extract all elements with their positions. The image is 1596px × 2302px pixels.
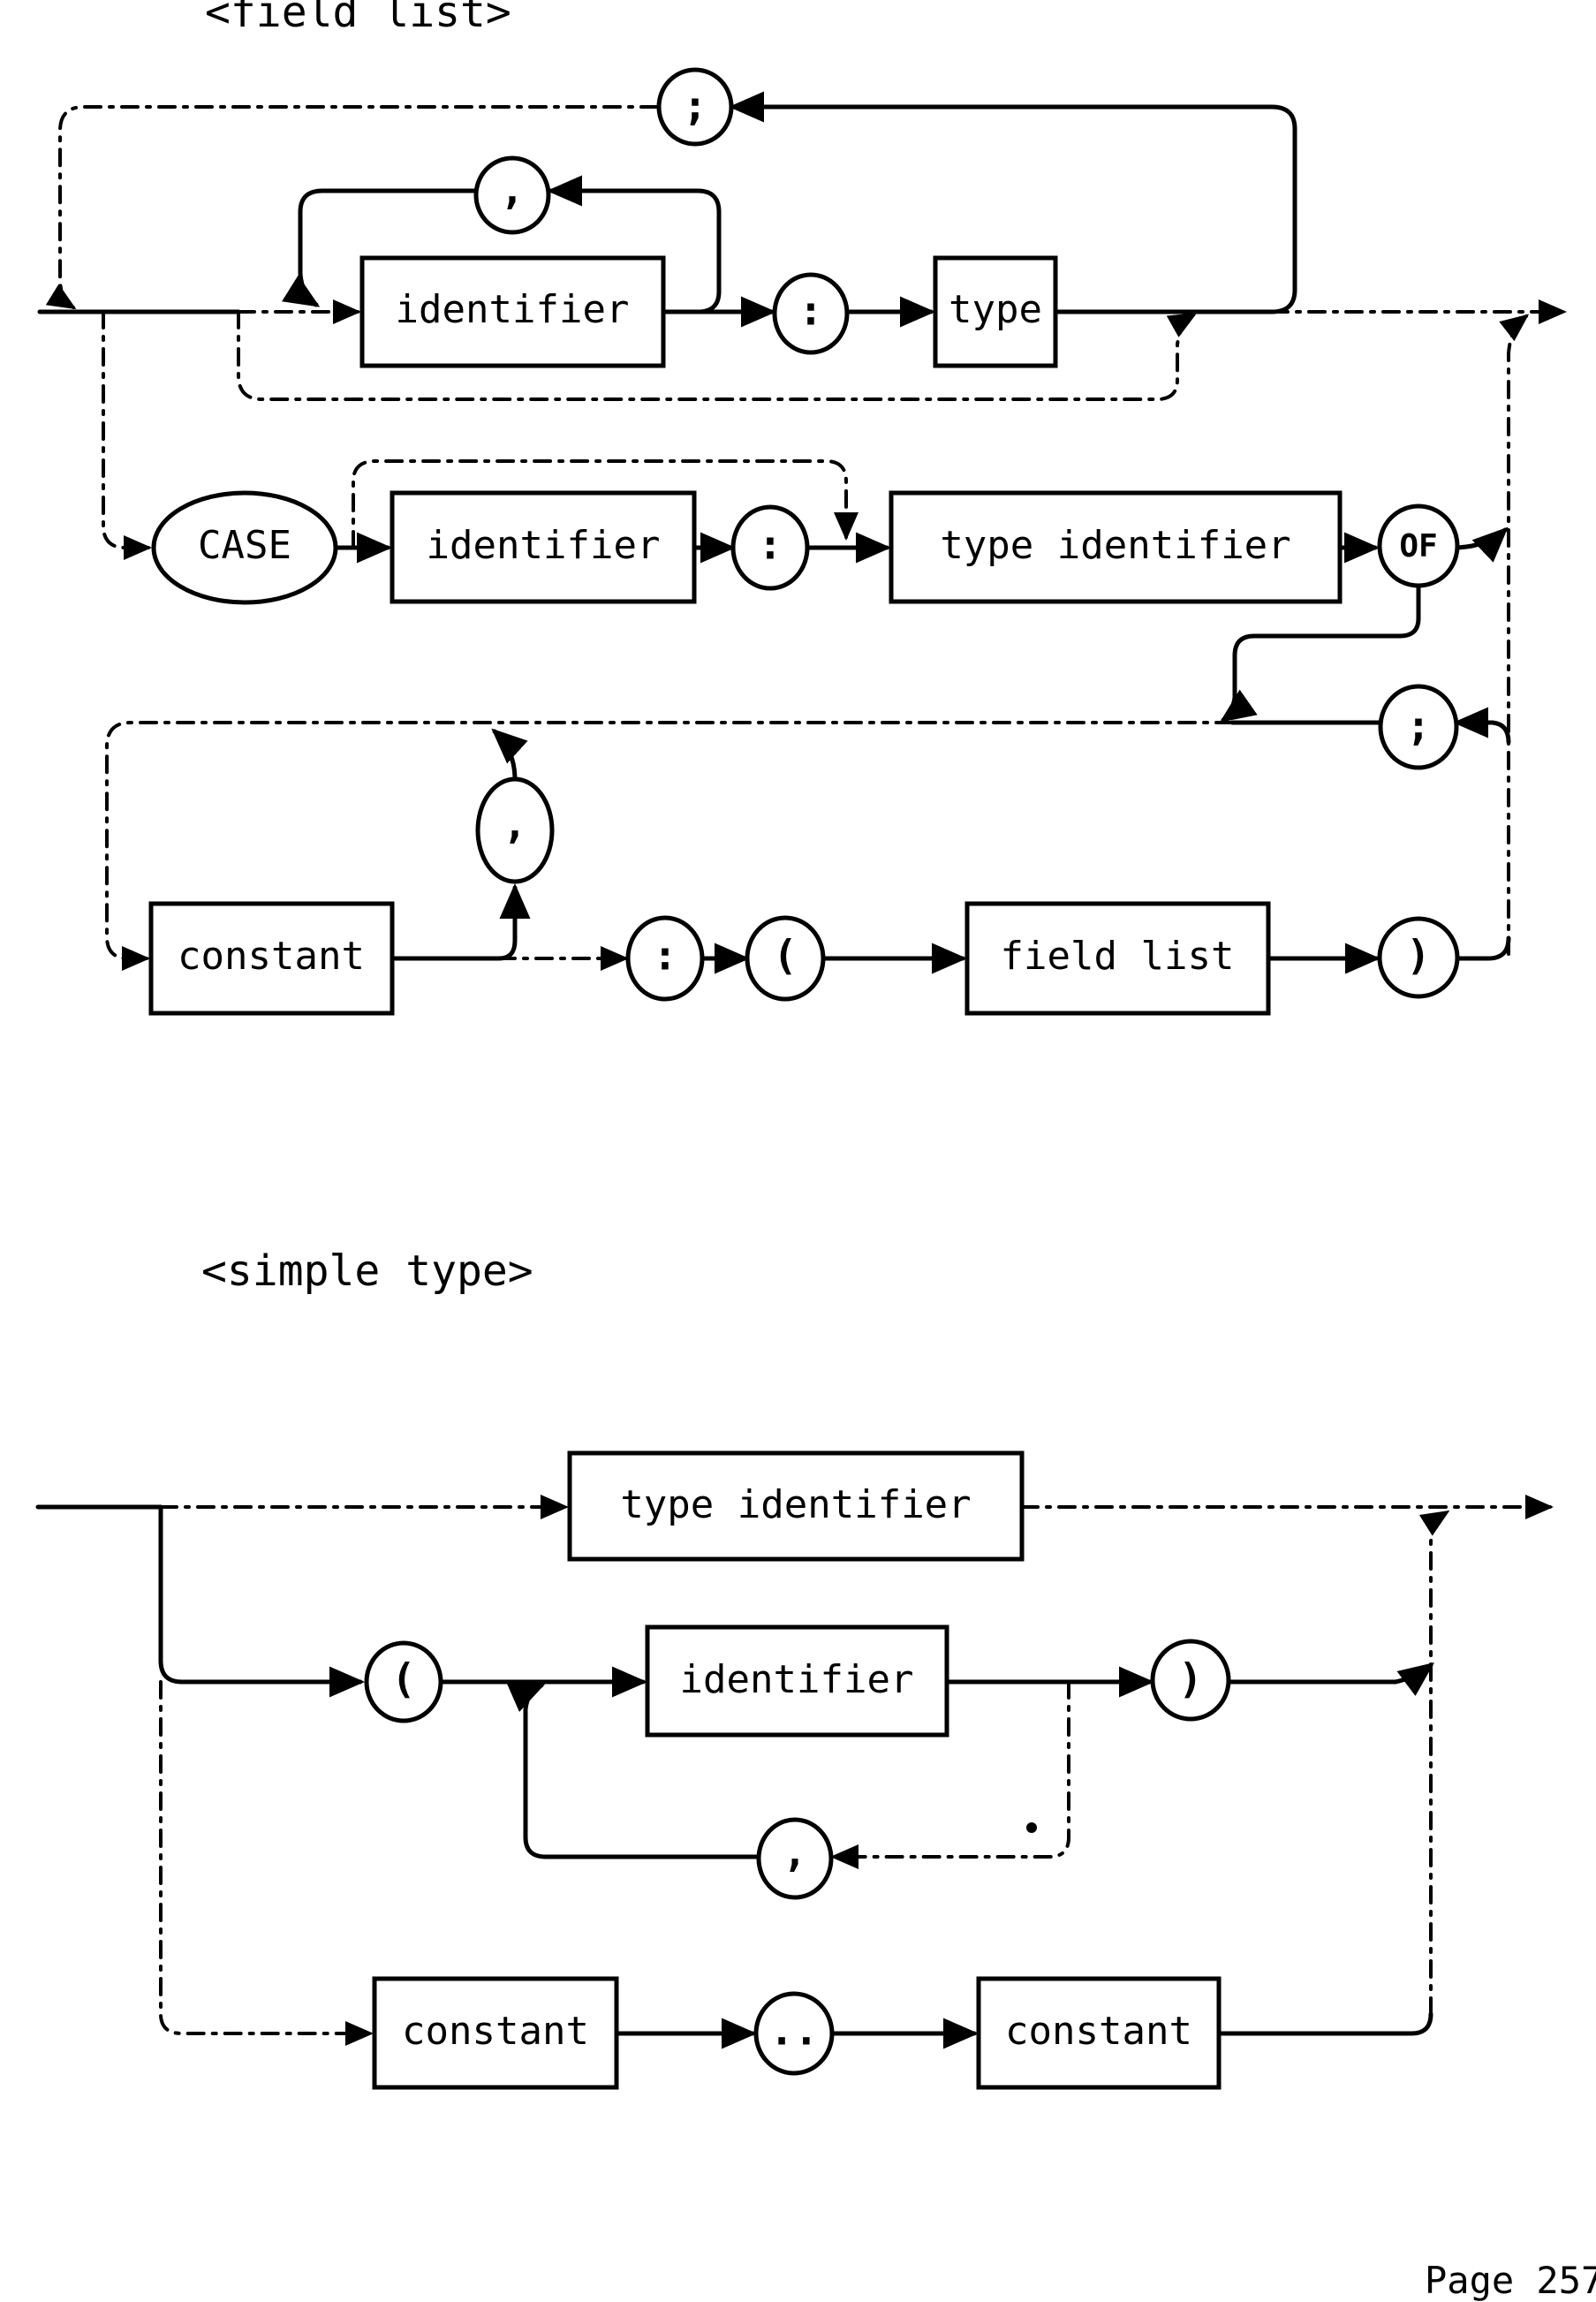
terminal-open-paren: ( xyxy=(745,915,826,1002)
colon-label: : xyxy=(798,287,823,335)
st-range-out xyxy=(1216,2011,1433,2036)
constant-to-comma xyxy=(390,883,531,961)
terminal-close-paren: ) xyxy=(1377,916,1460,999)
simple-type-title: <simple type> xyxy=(201,1246,533,1296)
type-label: type xyxy=(949,287,1042,332)
st-branch-range xyxy=(159,1680,374,2046)
semicolon-loop-left xyxy=(45,105,659,310)
of-down xyxy=(1219,584,1421,723)
semicolon-label: ; xyxy=(683,82,707,130)
st-range-dots-label: .. xyxy=(769,2007,818,2055)
st-nonterminal-constant-low: constant xyxy=(372,1976,619,2090)
terminal-case: CASE xyxy=(151,490,338,605)
terminal-constant-comma: , xyxy=(475,776,555,884)
st-nonterminal-type-identifier: type identifier xyxy=(567,1450,1025,1562)
comma-loop-left xyxy=(282,188,477,307)
constant-label: constant xyxy=(178,934,365,979)
of-label: OF xyxy=(1399,528,1437,564)
right-vertical xyxy=(1499,314,1530,956)
nonterminal-identifier: identifier xyxy=(359,255,666,368)
nonterminal-type-identifier: type identifier xyxy=(889,490,1343,604)
st-terminal-close-paren: ) xyxy=(1150,1639,1231,1722)
terminal-semicolon: ; xyxy=(656,67,734,147)
case-branch xyxy=(102,310,152,560)
constant-comma-label: , xyxy=(503,800,527,848)
identifier-label: identifier xyxy=(396,287,630,332)
terminal-colon: : xyxy=(772,272,850,355)
st-loop-left xyxy=(506,1683,759,1859)
simple-type-diagram: <simple type> type identifier ( xyxy=(35,1246,1554,2090)
stray-dot xyxy=(1026,1822,1037,1833)
nonterminal-field-list: field list xyxy=(964,901,1271,1016)
st-nonterminal-identifier: identifier xyxy=(645,1624,949,1738)
st-terminal-range-dots: .. xyxy=(753,1991,835,2076)
st-comma-label: , xyxy=(783,1829,807,1876)
variant-top-line xyxy=(105,721,1234,971)
st-constant-high-label: constant xyxy=(1005,2009,1192,2054)
close-paren-to-right xyxy=(1455,935,1511,961)
st-identifier-label: identifier xyxy=(680,1657,914,1702)
terminal-variant-semicolon: ; xyxy=(1378,684,1459,770)
case-identifier-bypass xyxy=(352,459,859,549)
terminal-comma: , xyxy=(473,155,551,235)
st-nonterminal-constant-high: constant xyxy=(976,1976,1222,2090)
comma-back xyxy=(491,728,528,780)
st-loop-right xyxy=(830,1680,1070,1869)
comma-label: , xyxy=(500,166,525,214)
field-list-label: field list xyxy=(1001,934,1235,979)
comma-loop-right xyxy=(547,175,722,314)
st-terminal-open-paren: ( xyxy=(364,1640,443,1723)
st-right-vertical xyxy=(1418,1510,1450,2016)
of-exit xyxy=(1455,526,1509,563)
variant-semicolon-label: ; xyxy=(1406,702,1431,750)
st-open-paren-label: ( xyxy=(391,1655,416,1703)
field-list-connectors xyxy=(37,91,1567,974)
terminal-variant-colon: : xyxy=(625,915,705,1002)
st-close-paren-out xyxy=(1227,1662,1435,1696)
type-identifier-label: type identifier xyxy=(940,523,1290,568)
field-list-title: <field list> xyxy=(205,0,511,37)
case-identifier-label: identifier xyxy=(427,523,661,568)
st-type-identifier-label: type identifier xyxy=(620,1482,971,1527)
field-list-diagram: <field list> xyxy=(37,0,1567,1016)
bypass-below xyxy=(237,310,1198,401)
close-paren-label: ) xyxy=(1406,932,1431,980)
st-close-paren-label: ) xyxy=(1178,1655,1203,1703)
page-number: Page 257 xyxy=(1425,2259,1596,2302)
open-paren-label: ( xyxy=(773,932,798,980)
terminal-case-colon: : xyxy=(730,504,810,591)
nonterminal-type: type xyxy=(933,255,1058,368)
case-colon-label: : xyxy=(758,521,783,569)
terminal-of: OF xyxy=(1377,504,1460,588)
semicolon-loop-right xyxy=(729,91,1297,314)
st-branch-paren xyxy=(158,1504,365,1698)
variant-colon-label: : xyxy=(653,932,677,980)
variant-semicolon-in xyxy=(1453,707,1511,745)
st-constant-low-label: constant xyxy=(402,2009,589,2054)
simple-type-connectors xyxy=(35,1495,1554,2049)
nonterminal-case-identifier: identifier xyxy=(390,490,697,604)
nonterminal-constant: constant xyxy=(148,901,395,1016)
case-label: CASE xyxy=(198,523,291,568)
st-terminal-comma: , xyxy=(756,1817,834,1900)
